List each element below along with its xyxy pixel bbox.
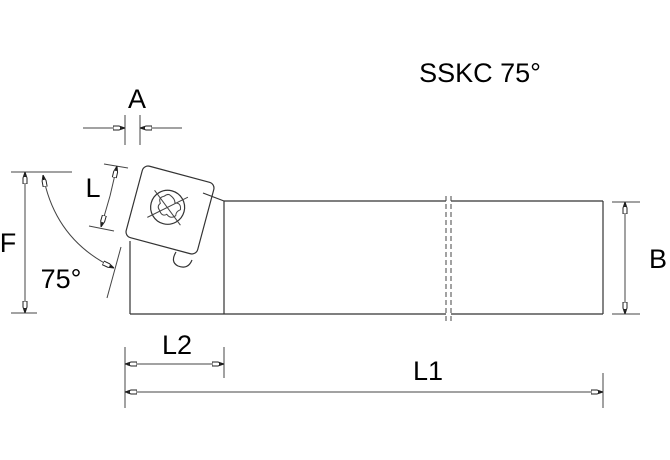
title: SSKC 75° (419, 58, 541, 88)
dimension-l1: L1 (125, 356, 604, 408)
dimension-angle: 75° (41, 175, 122, 299)
label-l: L (85, 173, 100, 203)
label-l1: L1 (413, 356, 443, 386)
screw-icon (150, 189, 186, 225)
label-angle: 75° (41, 264, 82, 294)
dimension-b: B (612, 201, 667, 315)
label-l2: L2 (162, 330, 192, 360)
clamp-lobe (172, 251, 193, 268)
dimension-a: A (83, 84, 182, 145)
label-b: B (649, 244, 667, 274)
dimension-f: F (0, 171, 72, 314)
label-f: F (0, 228, 16, 258)
dimension-l2: L2 (124, 330, 225, 408)
shank (129, 192, 604, 322)
dimension-l: L (85, 163, 129, 232)
label-a: A (128, 84, 146, 114)
cutting-insert (125, 165, 215, 255)
